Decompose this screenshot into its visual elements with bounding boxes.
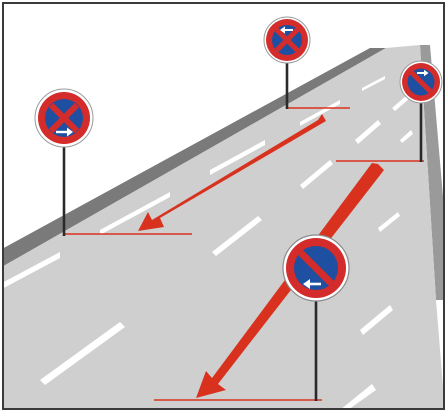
sign-front-right [283, 235, 349, 301]
sign-top-center [264, 17, 310, 63]
sign-left-near [35, 89, 93, 147]
sign-right-far [400, 61, 442, 103]
